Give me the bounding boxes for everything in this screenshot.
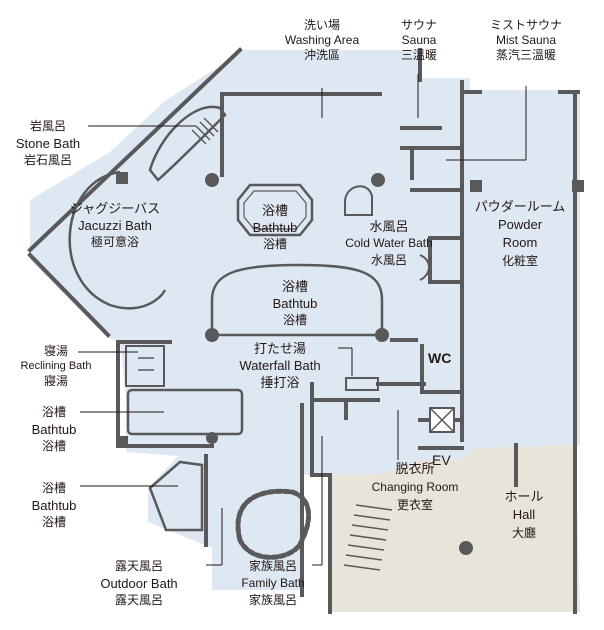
label-jacuzzi: ジャグジーバス Jacuzzi Bath 極可意浴 [69,201,161,249]
label-washing-area: 洗い場 Washing Area 沖洗區 [284,18,360,62]
outdoor-bath-stones [235,488,312,560]
label-sauna: サウナ Sauna 三溫暖 [400,18,437,62]
label-powder-room: パウダールーム Powder Room 化粧室 [474,199,566,268]
label-ev: EV [432,452,451,468]
label-reclining: 寝湯 Reclining Bath 寢湯 [20,344,92,388]
reclining-shape [125,345,165,387]
bathtub-2-shape [210,263,384,337]
label-hall: ホール Hall 大廳 [504,489,544,540]
label-cold-water: 水風呂 Cold Water Bath 水風呂 [345,219,433,267]
label-bathtub-left-1: 浴槽 Bathtub 浴槽 [31,405,77,453]
label-family-bath: 家族風呂 Family Bath 家族風呂 [241,559,305,607]
label-bathtub-1: 浴槽 Bathtub 浴槽 [252,203,298,251]
bath-floor [30,50,580,590]
label-bathtub-left-2: 浴槽 Bathtub 浴槽 [31,481,77,529]
leader-lines [78,74,527,566]
stone-bath-shape [148,105,227,182]
label-outdoor-bath: 露天風呂 Outdoor Bath 露天風呂 [100,559,178,607]
label-stone-bath: 岩風呂 Stone Bath 岩石風呂 [15,119,81,167]
label-bathtub-2: 浴槽 Bathtub 浴槽 [272,279,318,327]
label-wc: WC [428,350,452,366]
label-waterfall: 打たせ湯 Waterfall Bath 捶打浴 [239,341,321,390]
jacuzzi-shape [68,170,167,310]
columns [116,172,584,555]
stone-bath-steps [191,117,219,145]
label-mist-sauna: ミストサウナ Mist Sauna 蒸汽三溫暖 [489,18,562,62]
left-lower-bathtub-shape [148,460,204,532]
stairs [343,504,393,571]
label-changing-room: 脱衣所 Changing Room 更衣室 [371,461,459,512]
cold-water-shape [344,185,373,216]
bathtub-1-shape [236,183,314,237]
waterfall-shape [345,377,379,391]
walls [27,47,580,614]
